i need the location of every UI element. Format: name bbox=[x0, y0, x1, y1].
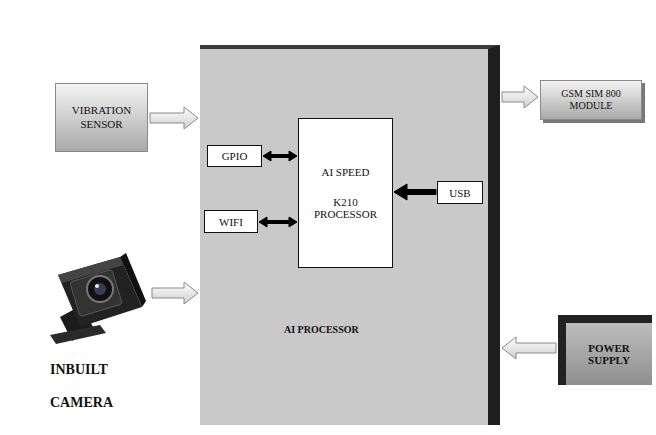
power-supply-box: POWER SUPPLY bbox=[558, 315, 652, 385]
processor-block: AI PROCESSOR GPIO AI SPEED K210 PROCESSOR WI… bbox=[200, 45, 500, 425]
node-label: VIBRATION SENSOR bbox=[62, 104, 141, 132]
module-box: GSM SIM 800 MODULE bbox=[540, 80, 642, 120]
node-label: AI PROCESSOR bbox=[284, 324, 359, 335]
interface-box: USB bbox=[437, 181, 483, 204]
connector-arrow bbox=[150, 107, 198, 129]
node-label: K210 PROCESSOR bbox=[307, 196, 384, 220]
interface-box: WIFI bbox=[204, 210, 258, 233]
connector-arrow bbox=[502, 337, 556, 359]
camera-node: INBUILT CAMERA bbox=[20, 245, 150, 419]
node-label: INBUILT CAMERA bbox=[50, 353, 138, 419]
connector-arrow bbox=[152, 282, 198, 304]
interface-box: GPIO bbox=[207, 145, 262, 167]
node-label: GPIO bbox=[222, 150, 248, 162]
node-label: WIFI bbox=[219, 216, 243, 228]
node-label: USB bbox=[449, 187, 470, 199]
node-label: POWER SUPPLY bbox=[572, 342, 646, 366]
node-label: AI SPEED bbox=[322, 166, 370, 178]
connector-arrow bbox=[502, 86, 538, 108]
sensor-box: VIBRATION SENSOR bbox=[55, 83, 148, 152]
node-label: GSM SIM 800 MODULE bbox=[547, 88, 635, 113]
processor-chip-box: AI SPEED K210 PROCESSOR bbox=[298, 118, 393, 268]
camera-illustration bbox=[20, 245, 150, 345]
